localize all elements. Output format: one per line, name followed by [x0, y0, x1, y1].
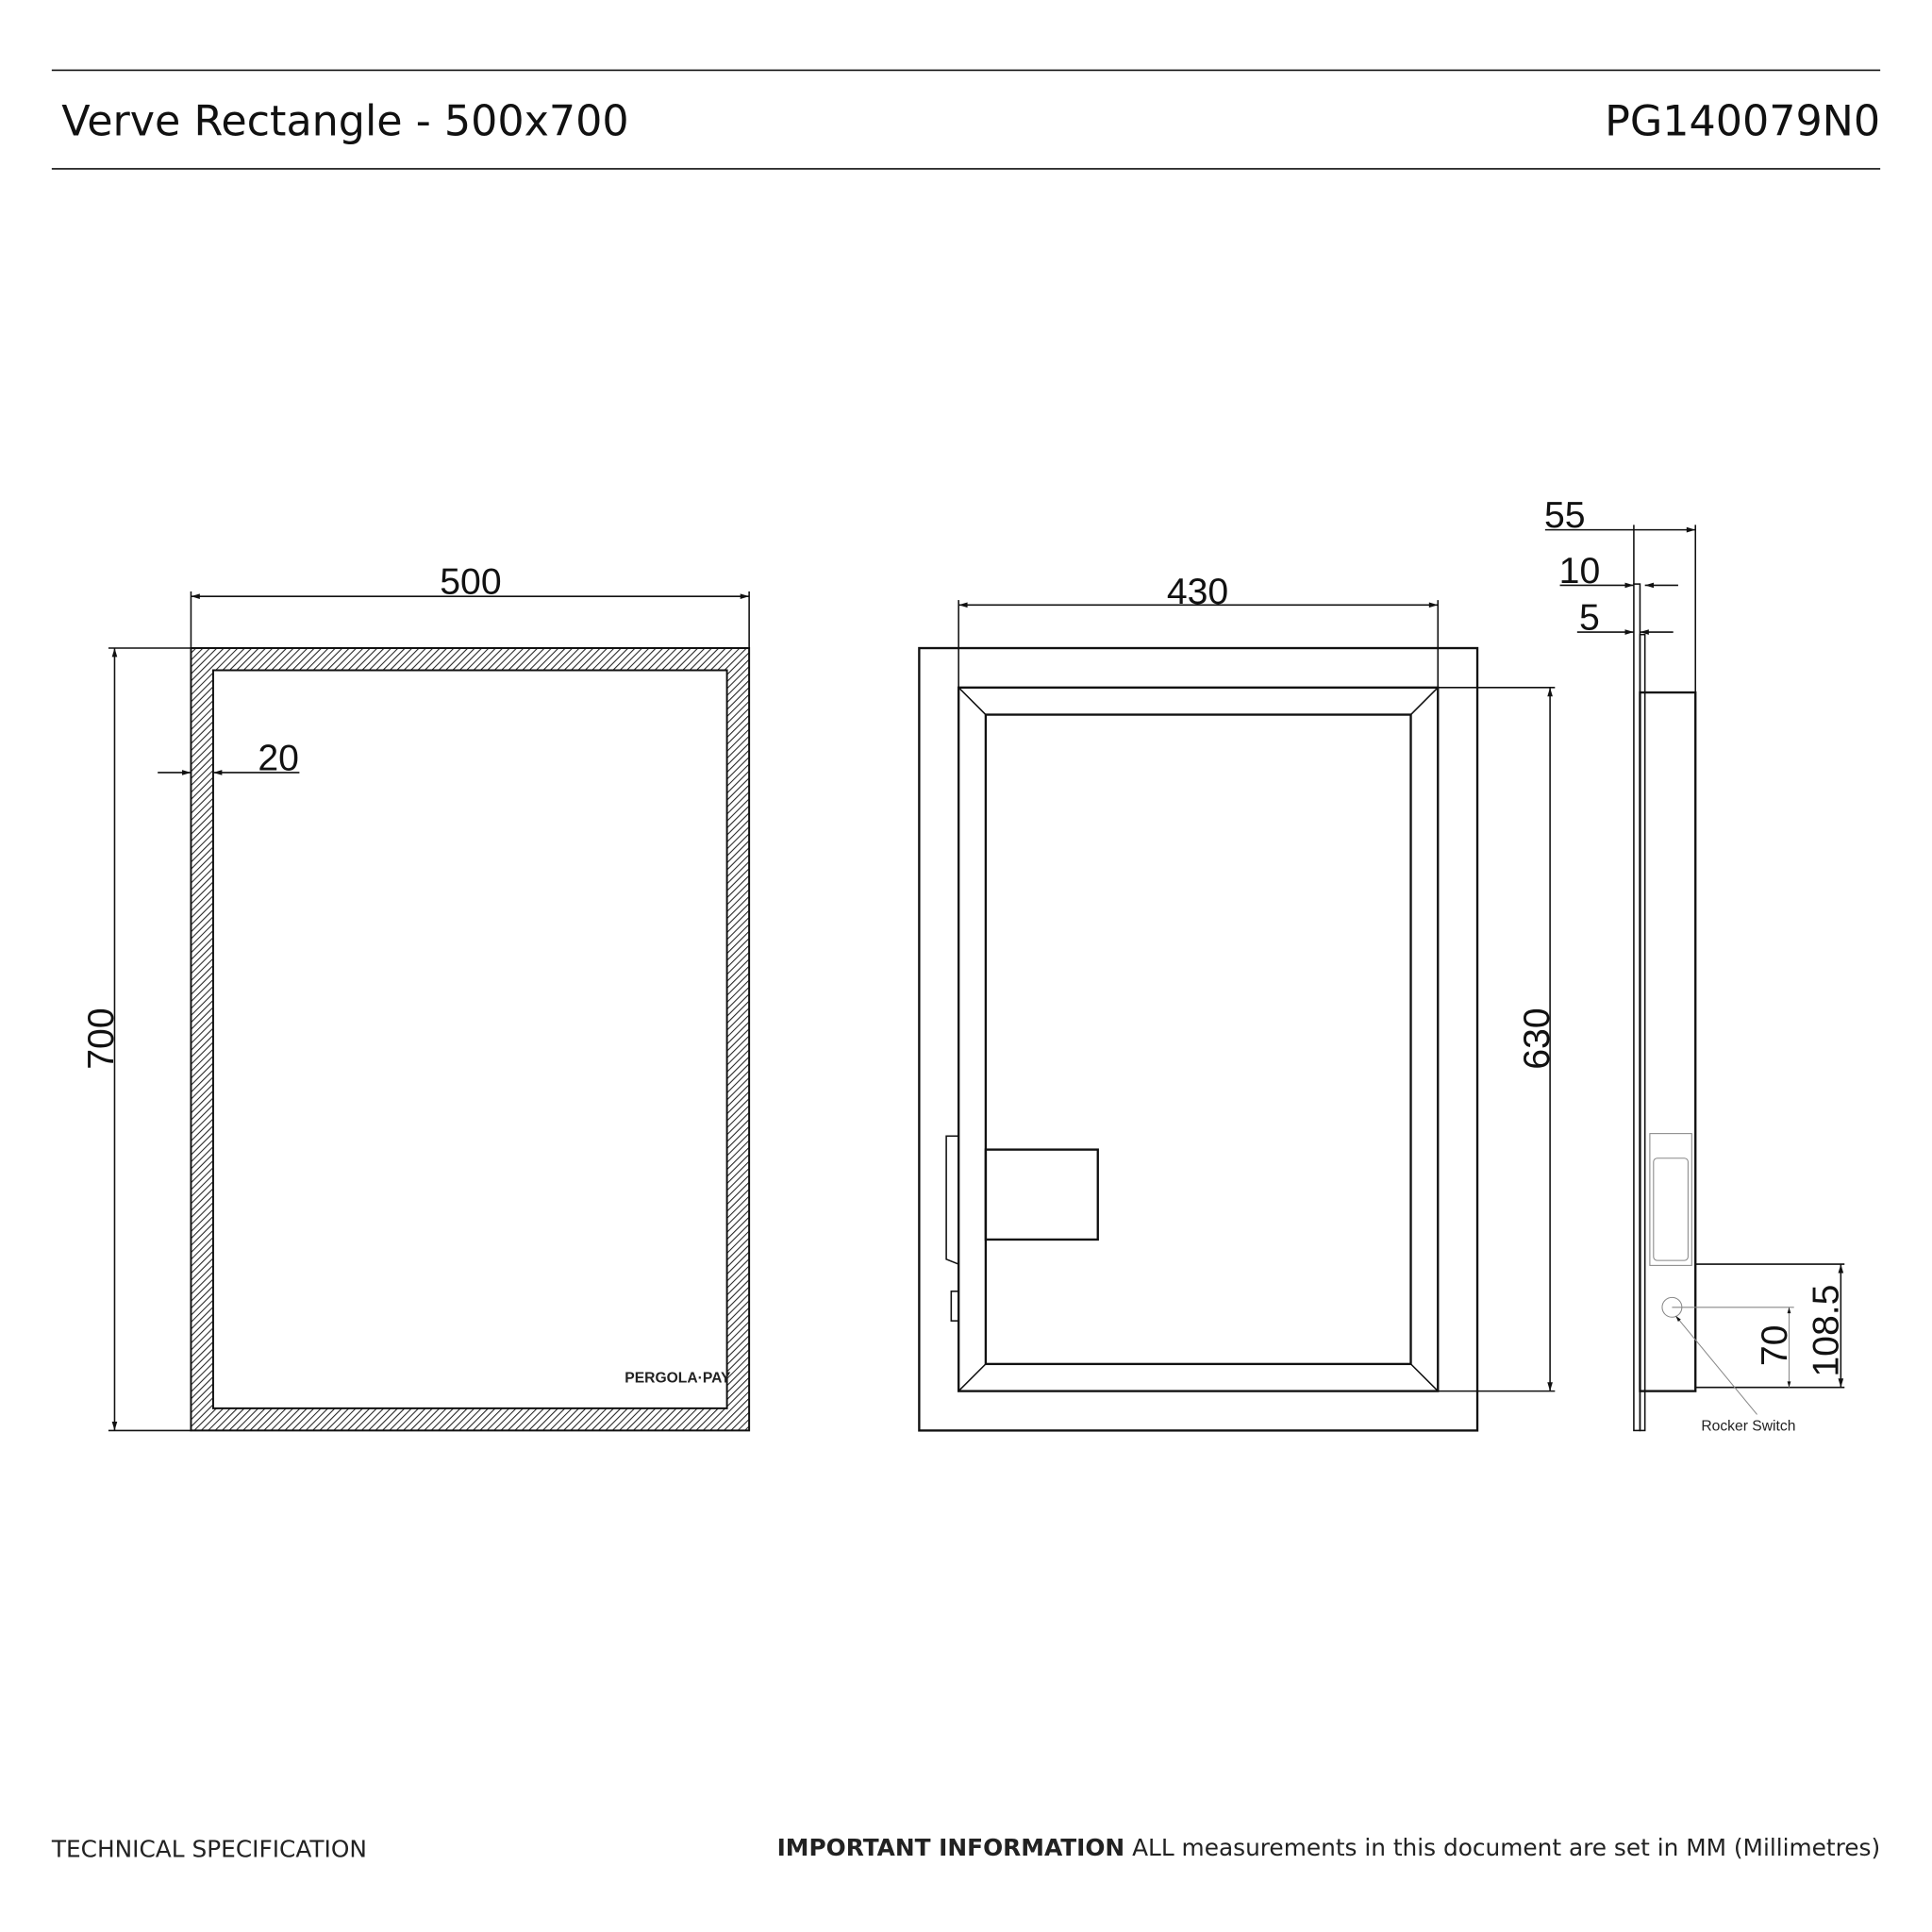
product-code: PG140079N0: [1605, 98, 1880, 146]
side-view: 55 10 5 108.5 70 Rocker Switch: [1544, 495, 1847, 1434]
important-label: IMPORTANT INFORMATION: [777, 1834, 1125, 1861]
depth-dimension: 55: [1544, 495, 1586, 536]
rocker-switch-label: Rocker Switch: [1701, 1418, 1795, 1434]
offset-dimension: 5: [1579, 597, 1600, 638]
glass-dimension: 10: [1559, 551, 1601, 591]
driver-unit: [1649, 1133, 1692, 1266]
height-dimension: 700: [81, 1008, 122, 1069]
frame-dimension: 20: [258, 738, 299, 778]
brand-logo: PERGOLA·PAY: [625, 1370, 731, 1386]
switch-height-dimension: 108.5: [1807, 1285, 1847, 1377]
footer-important-info: IMPORTANT INFORMATION ALL measurements i…: [777, 1834, 1881, 1861]
driver-box: [984, 1148, 1099, 1241]
back-height-dimension: 630: [1517, 1008, 1557, 1069]
width-dimension: 500: [440, 562, 501, 603]
back-view: 430 630: [918, 572, 1557, 1432]
switch-offset-dimension: 70: [1755, 1324, 1795, 1366]
page-title: Verve Rectangle - 500x700: [61, 98, 628, 146]
back-width-dimension: 430: [1167, 572, 1228, 612]
rocker-switch-icon: [1661, 1296, 1683, 1318]
footer-spec-label: TECHNICAL SPECIFICATION: [51, 1835, 367, 1862]
front-view: PERGOLA·PAY 500 700 20: [81, 562, 751, 1432]
important-text: ALL measurements in this document are se…: [1124, 1834, 1880, 1861]
